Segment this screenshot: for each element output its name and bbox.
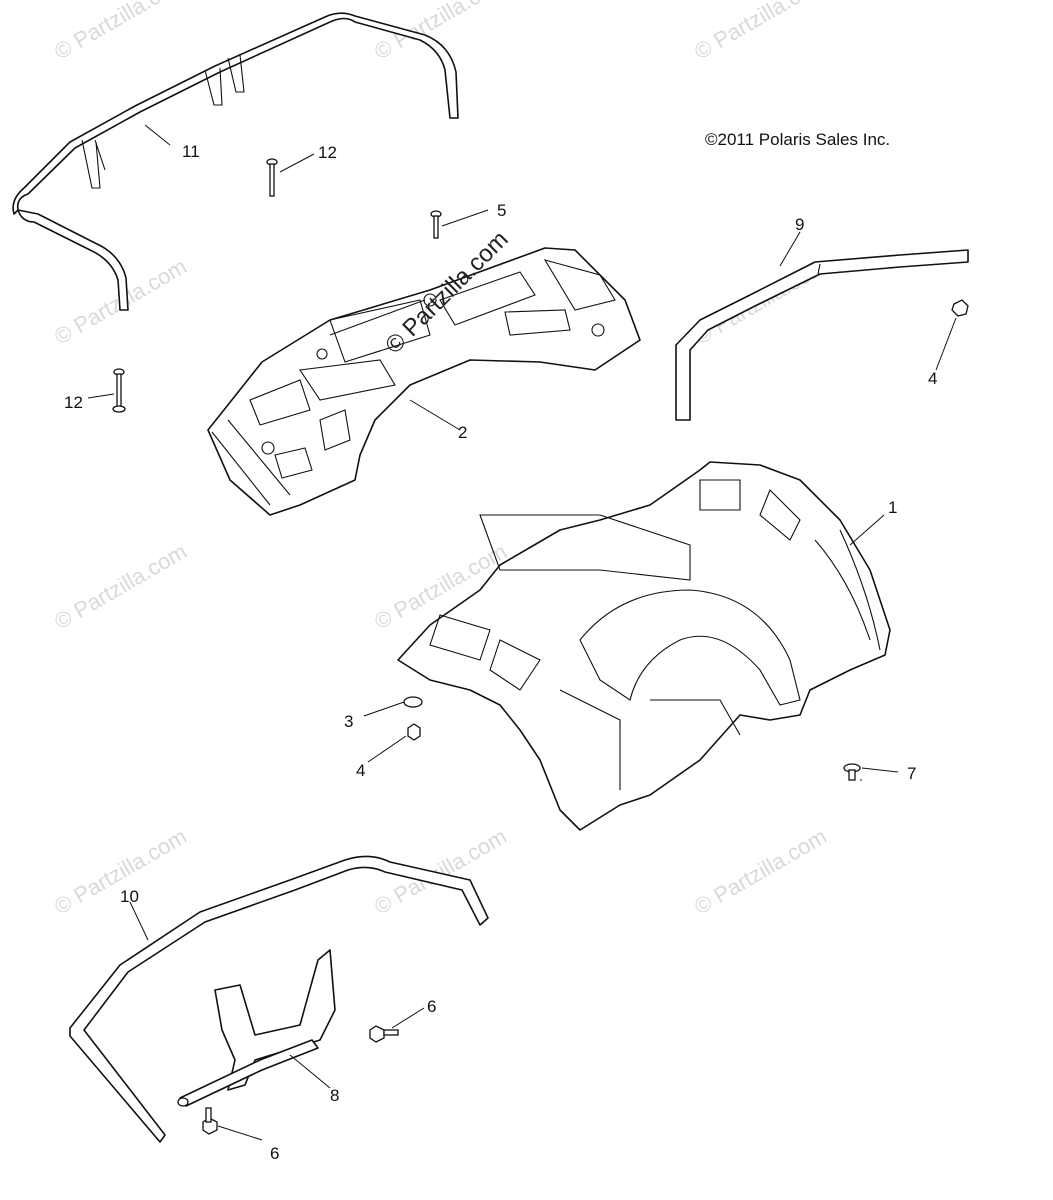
callout-6-upper: 6 xyxy=(427,997,436,1016)
callout-7: 7 xyxy=(907,764,916,783)
watermark: © Partzilla.com xyxy=(50,539,191,635)
callout-10: 8 xyxy=(330,1086,339,1105)
callout-4-right: 4 xyxy=(928,369,937,388)
part-6-bolt-upper xyxy=(369,1025,399,1043)
callout-12-upper: 12 xyxy=(318,143,337,162)
watermark: © Partzilla.com xyxy=(690,0,831,64)
part-2-rack-panel xyxy=(207,247,641,516)
part-12-bolt-lower xyxy=(112,368,126,413)
callout-labels: 11 12 12 5 2 9 4 1 3 4 7 10 8 6 6 xyxy=(64,142,937,1163)
callout-11: 11 xyxy=(182,142,200,161)
watermark: © Partzilla.com xyxy=(690,824,831,920)
part-5-bolt xyxy=(430,210,442,239)
part-8-side-rail xyxy=(675,249,969,421)
callout-5: 5 xyxy=(497,201,506,220)
part-7-push-rivet xyxy=(843,763,861,781)
part-6-bolt-lower xyxy=(202,1107,218,1135)
part-11-rear-rack-rail xyxy=(12,12,459,311)
callout-3: 3 xyxy=(344,712,353,731)
part-1-rear-fender xyxy=(397,461,891,831)
callout-2: 2 xyxy=(458,423,467,442)
part-10-bracket xyxy=(177,949,336,1107)
callout-8: 9 xyxy=(795,215,804,234)
part-9-lower-rail xyxy=(69,855,489,1143)
callout-9: 10 xyxy=(120,887,139,906)
callout-1: 1 xyxy=(888,498,897,517)
callout-4-left: 4 xyxy=(356,761,365,780)
callout-12-lower: 12 xyxy=(64,393,83,412)
part-4-nut-left xyxy=(407,723,421,741)
part-12-bolt-upper xyxy=(266,158,278,197)
part-4-nut-right xyxy=(951,299,969,317)
part-3-washer xyxy=(403,696,423,708)
copyright-notice: ©2011 Polaris Sales Inc. xyxy=(705,130,890,149)
leader-lines xyxy=(87,124,957,1141)
callout-6-lower: 6 xyxy=(270,1144,279,1163)
watermark: © Partzilla.com xyxy=(50,0,191,64)
